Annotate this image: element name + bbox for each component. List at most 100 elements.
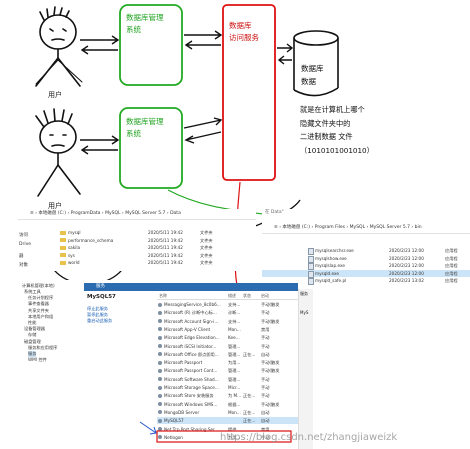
explorer-data-address[interactable]: ≡ › 本地磁盘 (C:) › ProgramData › MySQL › My…	[18, 209, 256, 220]
service-gear-icon	[158, 418, 162, 423]
service-row[interactable]: Microsoft iSCSI Initiator...管理...手动	[157, 343, 298, 350]
file-date: 2020/2/23 12:00	[389, 248, 424, 253]
tree-item[interactable]: 本地用户和组	[28, 313, 54, 319]
file-date: 2020/2/23 12:00	[389, 270, 424, 276]
services-left-title: MySQL57	[87, 294, 116, 300]
sidebar-item[interactable]: 访问	[19, 233, 28, 238]
watermark: https://blog.csdn.net/zhangjiaweizk	[220, 432, 398, 443]
mgmt-label-bottom: 数据库管理系统	[126, 117, 164, 138]
service-row[interactable]: Microsoft Storage Space...Micr...手动	[157, 384, 298, 391]
tree-item[interactable]: 系统工具	[24, 289, 41, 294]
service-name: MongoDB Server	[164, 409, 200, 415]
cylinder-label: 数据库数据	[301, 64, 324, 86]
sidebar-item[interactable]: Drive	[19, 242, 31, 247]
service-desc: 管理...	[228, 343, 241, 349]
service-desc: 为用...	[228, 360, 241, 366]
tree-item[interactable]: WMI 控件	[28, 357, 47, 363]
tree-item[interactable]: 事件查看器	[28, 301, 49, 307]
tree-item[interactable]: 服务	[28, 351, 37, 357]
explorer-bin-address[interactable]: ≡ › 本地磁盘 (C:) › Program Files › MySQL › …	[262, 223, 470, 234]
col-name[interactable]: 名称	[159, 293, 167, 298]
exe-file-icon	[308, 255, 314, 263]
tree-root[interactable]: 计算机管理(本地)	[22, 283, 55, 288]
tree-item[interactable]: 性能	[28, 320, 37, 325]
col-state[interactable]: 状态	[243, 293, 251, 298]
col-start[interactable]: 启动	[261, 293, 269, 298]
service-row[interactable]: Microsoft Windows SMS...根据...手动(触发	[157, 401, 298, 408]
exe-file-icon	[308, 248, 314, 255]
service-name: Microsoft Storage Space...	[164, 385, 219, 390]
tree-item[interactable]: 存储	[28, 332, 37, 338]
service-start: 手动(触发	[261, 360, 280, 366]
arrows-mgmt-access	[183, 30, 223, 144]
service-gear-icon	[158, 393, 162, 398]
service-row[interactable]: MySQL57 正在... 自动	[157, 417, 298, 425]
service-row[interactable]: MessagingService_8c0b6...支持...手动(触发	[157, 301, 298, 308]
service-name: MySQL57	[164, 418, 184, 424]
file-date: 2020/5/11 19:42	[148, 260, 183, 265]
tree-item[interactable]: 服务和应用程序	[28, 344, 58, 350]
file-date: 2020/2/23 13:02	[389, 278, 424, 283]
arrows-user-mgmt	[80, 35, 120, 155]
service-name: Microsoft Windows SMS...	[164, 401, 218, 407]
file-type: 应用程	[445, 278, 458, 283]
exe-file-icon	[308, 270, 314, 278]
service-row[interactable]: Microsoft Passport 为用... 手动(触发	[157, 359, 298, 366]
tree-item[interactable]: 磁盘管理	[24, 338, 41, 344]
service-start: 手动	[261, 376, 270, 382]
actions-sub: MyS	[300, 310, 309, 315]
tree-item[interactable]: 设备管理器	[24, 326, 45, 332]
service-name: Microsoft Store 安装服务	[164, 393, 214, 399]
service-start: 手动	[261, 335, 270, 341]
service-desc: 支持...	[228, 318, 241, 324]
service-row[interactable]: Microsoft Office 即点即用...管理...正在...自动	[157, 351, 298, 358]
file-type: 应用程	[445, 270, 458, 276]
service-row[interactable]: Microsoft (R) 诊断中心标...诊断...手动	[157, 309, 298, 316]
service-row[interactable]: Microsoft Passport Cont...管理...手动(触发	[157, 367, 298, 374]
service-state: 正在...	[243, 418, 256, 424]
service-name: Microsoft Office 即点即用...	[164, 351, 219, 357]
folder-icon	[60, 238, 66, 242]
service-start: 手动(触发	[261, 302, 280, 307]
sidebar-item[interactable]: 器	[19, 254, 24, 259]
tree-item[interactable]: 任务计划程序	[28, 295, 54, 301]
stop-service-link[interactable]: 停止此服务	[87, 306, 108, 311]
pause-service-link[interactable]: 暂停此服务	[87, 312, 108, 317]
service-gear-icon	[158, 327, 162, 332]
file-name: sys	[68, 252, 75, 258]
service-row[interactable]: Net.Tcp Port Sharing Ser...提供...禁用	[157, 426, 298, 433]
service-start: 禁用	[261, 426, 270, 432]
service-name: Netlogon	[164, 434, 183, 440]
service-gear-icon	[158, 352, 162, 357]
col-desc[interactable]: 描述	[228, 293, 236, 298]
service-name: Microsoft Passport	[164, 360, 203, 366]
service-name: Microsoft App-V Client	[164, 326, 211, 332]
file-type: 应用程	[445, 263, 458, 268]
file-date: 2020/2/23 12:00	[389, 255, 424, 261]
user-label-top: 用户	[48, 91, 62, 99]
tree-item[interactable]: 共享文件夹	[28, 307, 49, 313]
explorer-bin-window: 在 Data" ≡ › 本地磁盘 (C:) › Program Files › …	[262, 209, 470, 293]
sidebar-item[interactable]: 对象	[19, 263, 28, 268]
exe-file-icon	[308, 278, 314, 285]
service-desc: Man...	[228, 326, 241, 332]
file-name: mysqlsearchsr.exe	[315, 248, 354, 253]
service-row[interactable]: Microsoft Edge Elevation...Kee...手动	[157, 334, 298, 341]
service-start: 自动	[261, 418, 270, 424]
service-row[interactable]: Microsoft Store 安装服务为 M...正在...手动	[157, 392, 298, 399]
service-row[interactable]: Microsoft Software Shad...管理...手动	[157, 376, 298, 383]
restart-service-link[interactable]: 重启动此服务	[87, 318, 113, 323]
service-row[interactable]: Microsoft Account Sign-i...支持...手动(触发	[157, 318, 298, 325]
